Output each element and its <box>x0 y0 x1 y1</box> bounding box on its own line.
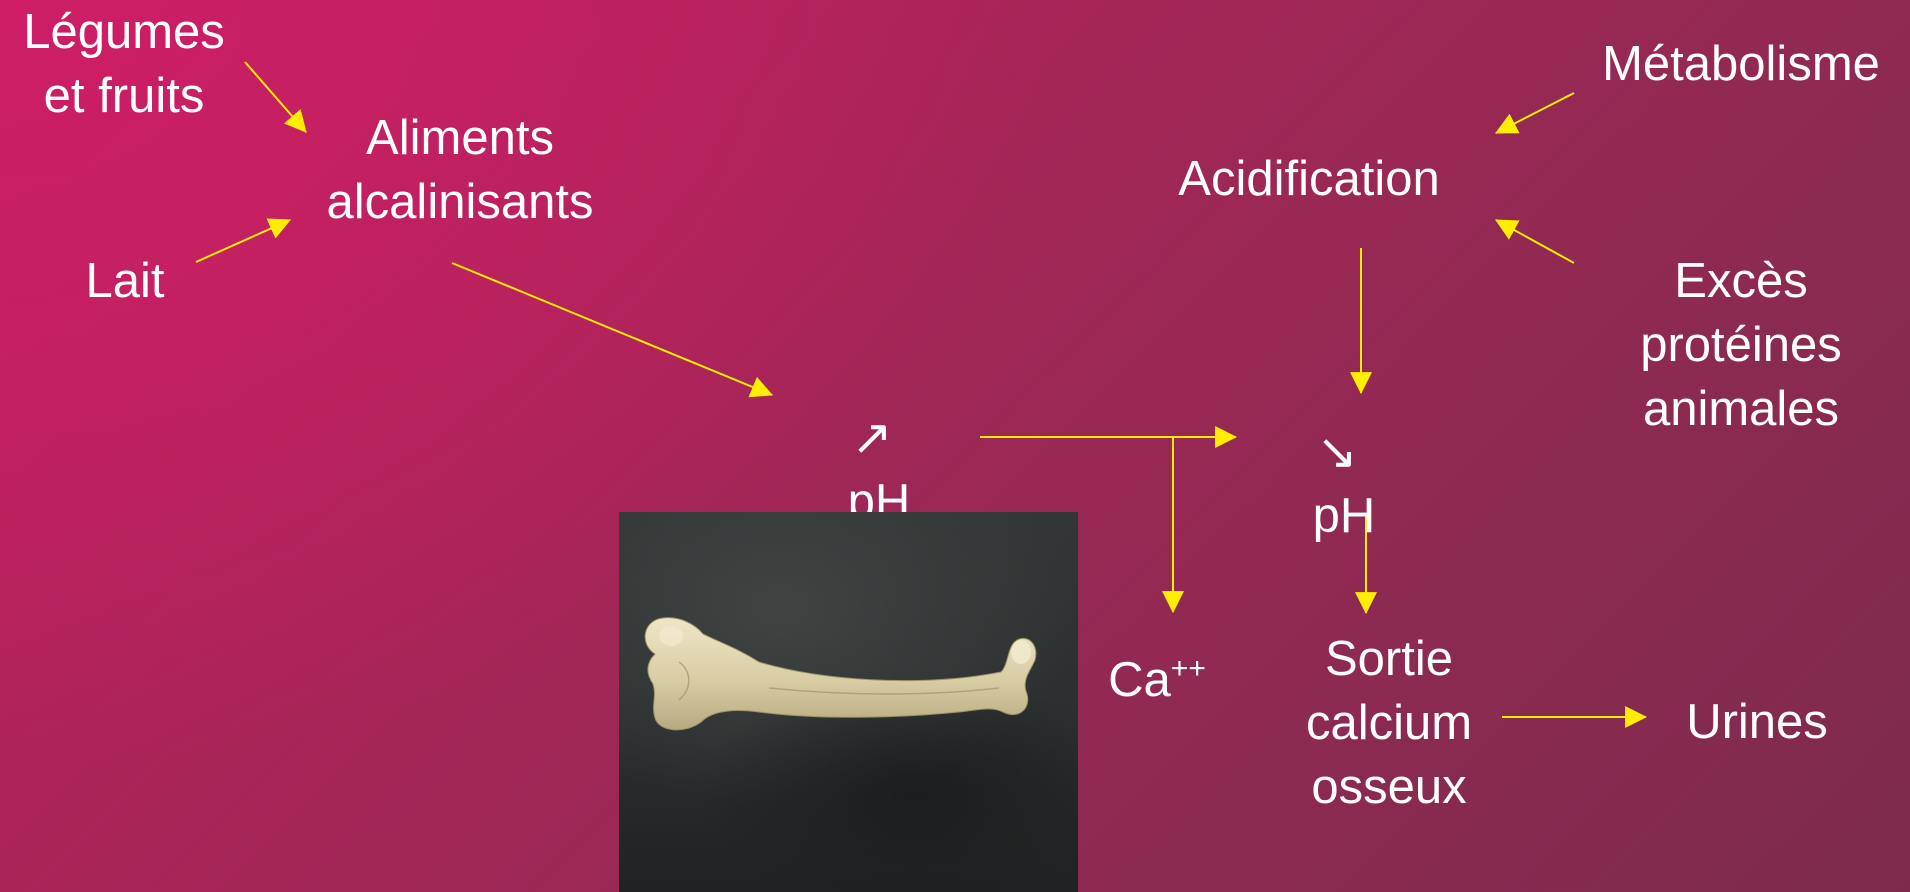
node-urines: Urines <box>1686 690 1828 754</box>
node-urines-text: Urines <box>1686 690 1828 754</box>
arrow-exces-to-acidification <box>1496 220 1574 263</box>
node-legumes-et-fruits: Légumes et fruits <box>23 0 225 128</box>
node-lait: Lait <box>85 249 164 313</box>
calcium-row: Ca++ <box>1108 648 1206 712</box>
node-acidification: Acidification <box>1178 147 1439 211</box>
node-sortie-line-3: osseux <box>1306 755 1472 819</box>
node-aliments-line-1: Aliments <box>327 106 594 170</box>
arrow-up-right-icon: ↗ <box>848 406 897 470</box>
node-exces-proteines-animales: Excès protéines animales <box>1640 249 1842 441</box>
node-exces-line-1: Excès <box>1640 249 1842 313</box>
node-metabolisme-text: Métabolisme <box>1602 32 1880 96</box>
node-sortie-line-2: calcium <box>1306 691 1472 755</box>
node-exces-line-2: protéines <box>1640 313 1842 377</box>
arrow-metabolisme-to-acidification <box>1496 93 1574 133</box>
arrow-lait-to-aliments <box>196 220 290 262</box>
node-aliments-line-2: alcalinisants <box>327 170 594 234</box>
arrow-down-right-icon: ↘ <box>1313 420 1362 484</box>
arrow-aliments-to-ph-up <box>452 263 772 395</box>
calcium-superscript: ++ <box>1171 652 1206 685</box>
node-calcium: Ca++ <box>1108 648 1206 712</box>
node-ph-decrease: ↘pH <box>1313 420 1376 548</box>
calcium-base-text: Ca <box>1108 653 1171 707</box>
node-acidification-text: Acidification <box>1178 147 1439 211</box>
node-legumes-line-2: et fruits <box>23 64 225 128</box>
node-lait-text: Lait <box>85 249 164 313</box>
ph-decrease-text: pH <box>1313 484 1376 548</box>
femur-bone-icon <box>619 512 1078 892</box>
node-metabolisme: Métabolisme <box>1602 32 1880 96</box>
ph-decrease-row: ↘pH <box>1313 420 1376 548</box>
femur-bone-photo <box>619 512 1078 892</box>
node-sortie-line-1: Sortie <box>1306 627 1472 691</box>
node-exces-line-3: animales <box>1640 377 1842 441</box>
node-aliments-alcalinisants: Aliments alcalinisants <box>327 106 594 234</box>
arrow-legumes-to-aliments <box>245 62 306 132</box>
node-sortie-calcium-osseux: Sortie calcium osseux <box>1306 627 1472 819</box>
node-legumes-line-1: Légumes <box>23 0 225 64</box>
